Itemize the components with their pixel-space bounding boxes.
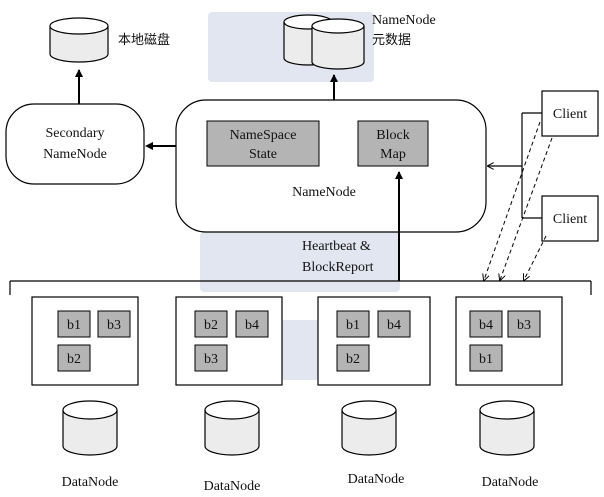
datanode-2-disk-top bbox=[204, 400, 260, 420]
datanode-1-disk bbox=[62, 410, 118, 456]
datanode-4-block-1-label: b4 bbox=[479, 318, 493, 333]
datanode-4-block-3-label: b1 bbox=[479, 352, 493, 367]
metadata-label-line1: NameNode bbox=[372, 13, 436, 28]
datanode-1-box bbox=[31, 296, 139, 386]
datanode-3-block-1-label: b1 bbox=[346, 318, 360, 333]
datanode-1-block-3-label: b2 bbox=[67, 352, 81, 367]
namespace-state-box bbox=[206, 120, 320, 167]
client1-datanode-dashed-arrow bbox=[484, 121, 541, 280]
datanode-2-box bbox=[175, 296, 283, 386]
datanode-2-disk bbox=[204, 410, 260, 456]
block-map-box bbox=[357, 120, 429, 167]
datanode-3-disk-top bbox=[341, 400, 397, 420]
client-box-1 bbox=[541, 90, 599, 137]
datanode-1-block-3 bbox=[57, 344, 91, 372]
client-label-1: Client bbox=[553, 107, 587, 122]
client-label-2: Client bbox=[553, 212, 587, 227]
secondary-namenode-box bbox=[5, 103, 145, 185]
datanode-4-block-2 bbox=[507, 310, 541, 338]
local-disk-cylinder bbox=[49, 17, 109, 63]
client-connector bbox=[488, 112, 542, 219]
datanode-4-disk bbox=[479, 410, 535, 456]
datanode-4-block-2-label: b3 bbox=[517, 318, 531, 333]
datanode-4-label: DataNode bbox=[482, 475, 539, 490]
local-disk-label: 本地磁盘 bbox=[118, 32, 170, 48]
datanode-2-label: DataNode bbox=[204, 479, 261, 494]
heartbeat-label-line2: BlockReport bbox=[302, 260, 374, 275]
secondary-namenode-line2: NameNode bbox=[43, 147, 107, 162]
datanode-4-block-1 bbox=[469, 310, 503, 338]
datanode-4-disk-top bbox=[479, 400, 535, 420]
block-map-line1: Block bbox=[376, 128, 409, 143]
datanode-2-block-2-label: b4 bbox=[245, 318, 259, 333]
heartbeat-label-line1: Heartbeat & bbox=[302, 239, 371, 254]
datanode-4-box bbox=[455, 296, 563, 386]
namespace-state-line1: NameSpace bbox=[230, 128, 297, 143]
datanode-bus bbox=[9, 280, 592, 295]
datanode-3-block-3 bbox=[336, 344, 370, 372]
datanode-1: b1 b3 b2 DataNode bbox=[31, 296, 139, 490]
datanode-3-block-1 bbox=[336, 310, 370, 338]
metadata-cylinder bbox=[283, 14, 365, 70]
datanode-2-block-3-label: b3 bbox=[204, 352, 218, 367]
datanode-2-block-1 bbox=[194, 310, 228, 338]
datanode-1-label: DataNode bbox=[62, 475, 119, 490]
datanode-2-block-2 bbox=[235, 310, 269, 338]
datanode-3-block-2-label: b4 bbox=[387, 318, 401, 333]
datanode-1-block-2 bbox=[97, 310, 131, 338]
datanode-groups: b1 b3 b2 DataNode b2 b4 b3 DataNode b1 bbox=[31, 296, 563, 494]
metadata-label-line2: 元数据 bbox=[372, 33, 411, 48]
client2-datanode-dashed-arrow bbox=[524, 235, 547, 280]
datanode-3-box bbox=[317, 296, 431, 386]
datanode-1-disk-top bbox=[62, 400, 118, 420]
datanode-4: b4 b3 b1 DataNode bbox=[455, 296, 563, 490]
namespace-state-line2: State bbox=[249, 147, 277, 162]
datanode-1-block-1 bbox=[57, 310, 91, 338]
datanode-2-block-3 bbox=[194, 344, 228, 372]
namenode-label: NameNode bbox=[292, 185, 356, 200]
datanode-3-block-3-label: b2 bbox=[346, 352, 360, 367]
datanode-1-block-2-label: b3 bbox=[107, 318, 121, 333]
datanode-3: b1 b4 b2 DataNode bbox=[317, 296, 431, 487]
block-map-line2: Map bbox=[380, 147, 406, 162]
client1-datanode-dashed-arrow-2 bbox=[500, 137, 553, 280]
datanode-1-block-1-label: b1 bbox=[67, 318, 81, 333]
secondary-namenode-line1: Secondary bbox=[45, 126, 104, 141]
datanode-2: b2 b4 b3 DataNode bbox=[175, 296, 283, 494]
datanode-2-block-1-label: b2 bbox=[204, 318, 218, 333]
datanode-4-block-3 bbox=[469, 344, 503, 372]
datanode-3-disk bbox=[341, 410, 397, 456]
datanode-3-label: DataNode bbox=[348, 472, 405, 487]
datanode-3-block-2 bbox=[377, 310, 411, 338]
